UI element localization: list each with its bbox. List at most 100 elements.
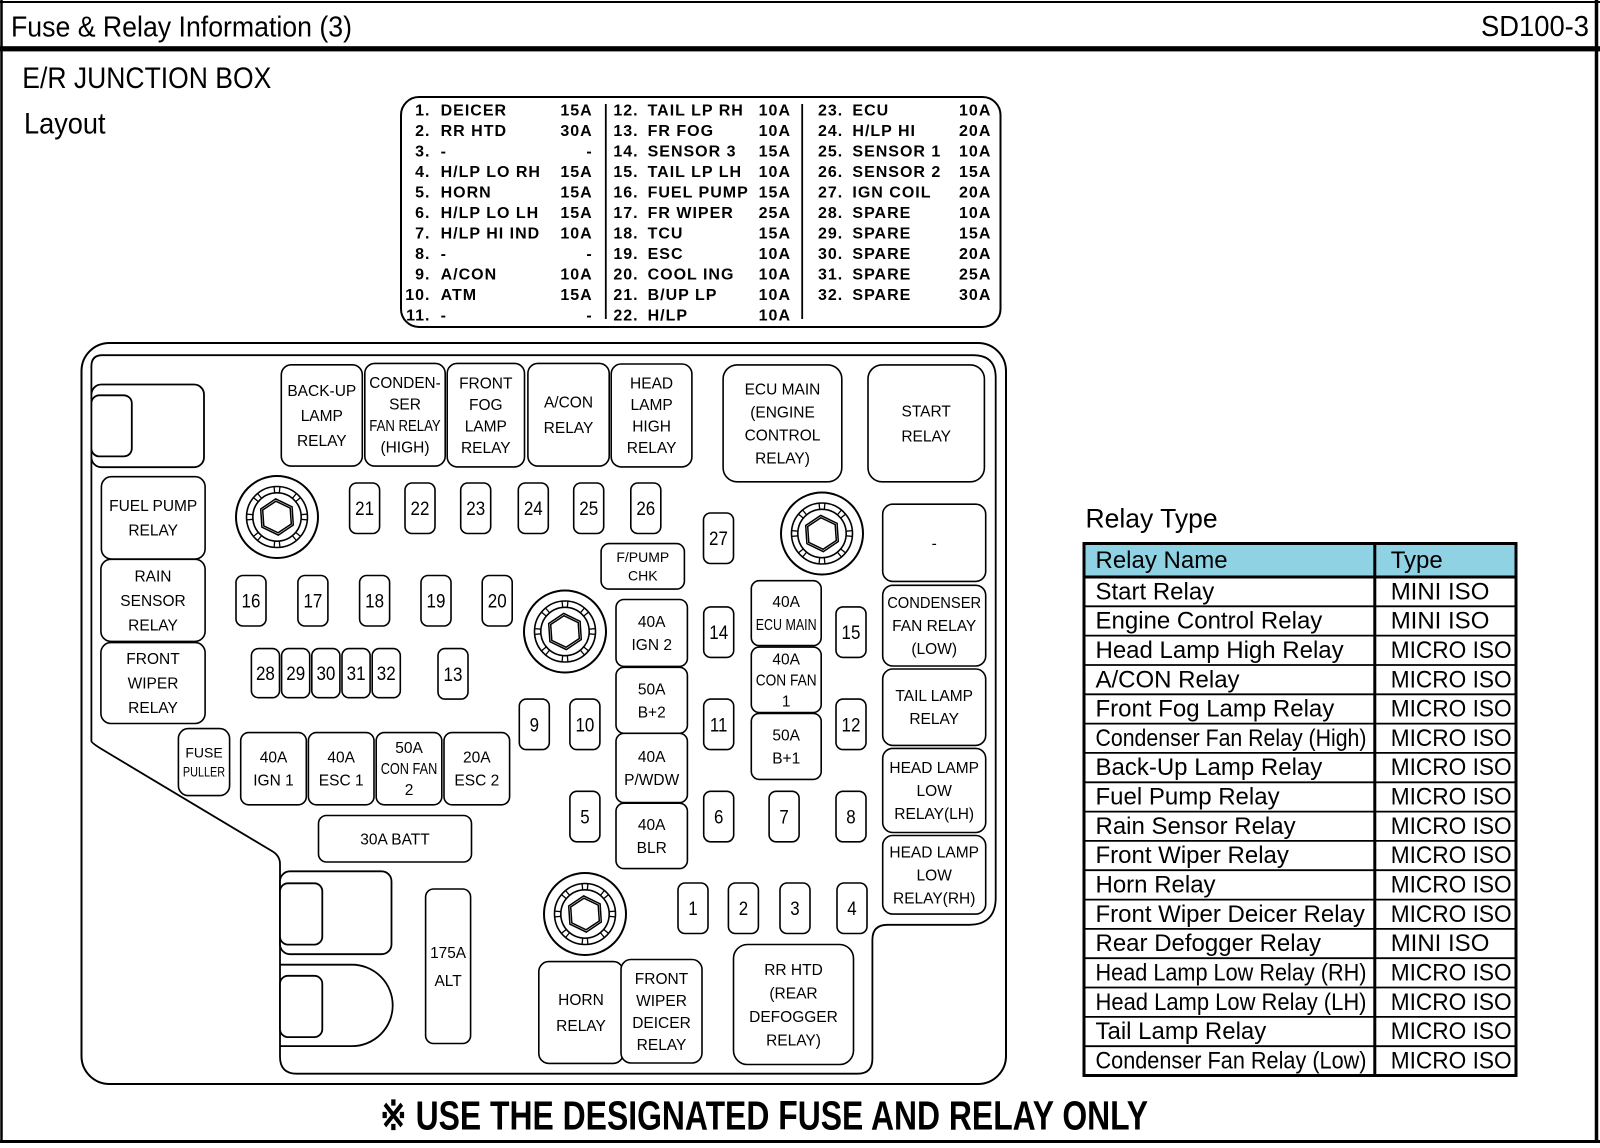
svg-text:23: 23 [466,498,485,520]
svg-text:8: 8 [846,807,855,829]
svg-text:10A: 10A [759,164,791,181]
svg-text:2.: 2. [415,123,430,140]
svg-text:TAIL LP RH: TAIL LP RH [648,103,744,120]
svg-text:H/LP HI: H/LP HI [852,123,916,140]
svg-text:31: 31 [347,663,366,685]
svg-text:TCU: TCU [648,226,684,243]
svg-text:25A: 25A [759,205,791,222]
svg-text:4.: 4. [415,164,430,181]
svg-text:FRONT: FRONT [459,375,513,392]
svg-text:29: 29 [286,663,305,685]
svg-text:MICRO ISO: MICRO ISO [1391,666,1512,693]
svg-text:A/CON: A/CON [441,267,498,284]
svg-text:F/PUMP: F/PUMP [616,549,669,565]
svg-text:Rain Sensor Relay: Rain Sensor Relay [1096,813,1296,840]
svg-text:-: - [586,308,592,325]
svg-text:H/LP HI IND: H/LP HI IND [441,226,541,243]
svg-text:Head Lamp High Relay: Head Lamp High Relay [1096,637,1344,664]
svg-text:Head Lamp Low Relay (LH): Head Lamp Low Relay (LH) [1096,989,1367,1016]
svg-text:22: 22 [411,498,430,520]
svg-text:A/CON: A/CON [544,395,593,412]
svg-text:(ENGINE: (ENGINE [750,404,815,421]
svg-text:MICRO ISO: MICRO ISO [1391,842,1512,869]
svg-text:Head Lamp Low Relay (RH): Head Lamp Low Relay (RH) [1096,960,1367,987]
svg-text:RELAY: RELAY [544,420,594,437]
svg-text:22.: 22. [613,308,638,325]
svg-text:24: 24 [524,498,543,520]
svg-text:Front Fog Lamp Relay: Front Fog Lamp Relay [1096,696,1335,723]
svg-text:MINI ISO: MINI ISO [1391,608,1490,635]
svg-text:40A: 40A [772,594,800,611]
svg-text:BLR: BLR [637,840,667,857]
svg-text:Front Wiper Relay: Front Wiper Relay [1096,842,1289,869]
svg-text:FR WIPER: FR WIPER [648,205,734,222]
svg-text:MICRO ISO: MICRO ISO [1391,872,1512,899]
svg-text:11.: 11. [406,308,430,325]
svg-text:MICRO ISO: MICRO ISO [1391,813,1512,840]
svg-text:13: 13 [444,664,463,686]
svg-text:RELAY: RELAY [637,1037,687,1054]
svg-text:RELAY: RELAY [909,711,959,728]
svg-text:WIPER: WIPER [128,676,179,693]
svg-text:15: 15 [842,622,861,644]
svg-text:MINI ISO: MINI ISO [1391,930,1490,957]
svg-text:13.: 13. [613,123,638,140]
svg-text:30: 30 [316,663,335,685]
svg-text:MINI ISO: MINI ISO [1391,578,1490,605]
svg-text:FR FOG: FR FOG [648,123,714,140]
svg-text:30A: 30A [959,287,991,304]
svg-text:17.: 17. [613,205,638,222]
svg-text:SPARE: SPARE [852,287,911,304]
svg-text:HORN: HORN [558,992,604,1009]
svg-text:40A: 40A [772,651,800,668]
svg-text:10A: 10A [759,123,791,140]
svg-text:12: 12 [842,714,861,736]
svg-text:CON FAN: CON FAN [381,761,438,778]
svg-text:20: 20 [488,591,507,613]
svg-text:RELAY: RELAY [461,440,511,457]
svg-text:16: 16 [242,591,261,613]
svg-text:15A: 15A [959,164,991,181]
svg-text:CONDEN-: CONDEN- [369,375,440,392]
svg-text:SPARE: SPARE [852,246,911,263]
svg-text:3.: 3. [415,144,430,161]
svg-text:40A: 40A [638,749,666,766]
svg-text:MICRO ISO: MICRO ISO [1391,901,1512,928]
svg-text:15A: 15A [560,205,592,222]
svg-text:HEAD LAMP: HEAD LAMP [889,760,979,777]
svg-text:LAMP: LAMP [630,397,672,414]
svg-text:SPARE: SPARE [852,205,911,222]
svg-text:SER: SER [389,397,421,414]
svg-text:15.: 15. [613,164,638,181]
svg-text:5: 5 [580,807,590,829]
svg-text:8.: 8. [415,246,430,263]
svg-text:RR HTD: RR HTD [441,123,507,140]
svg-text:17: 17 [303,591,322,613]
svg-text:FUEL PUMP: FUEL PUMP [648,185,749,202]
svg-text:29.: 29. [818,226,843,243]
svg-text:CHK: CHK [628,568,658,584]
svg-text:LAMP: LAMP [301,408,343,425]
svg-text:ECU: ECU [852,103,889,120]
svg-text:RELAY: RELAY [128,617,178,634]
svg-text:Type: Type [1391,547,1443,574]
svg-text:E/R JUNCTION BOX: E/R JUNCTION BOX [22,62,271,95]
svg-text:20A: 20A [959,185,991,202]
svg-text:TAIL LAMP: TAIL LAMP [895,688,973,705]
svg-text:2: 2 [405,782,414,799]
svg-text:MICRO ISO: MICRO ISO [1391,725,1512,752]
svg-text:HEAD: HEAD [630,376,673,393]
svg-text:RAIN: RAIN [134,568,171,585]
svg-text:CON FAN: CON FAN [756,672,817,689]
svg-text:PULLER: PULLER [183,764,225,780]
svg-text:(LOW): (LOW) [911,641,957,658]
svg-text:SPARE: SPARE [852,226,911,243]
svg-text:10A: 10A [759,246,791,263]
svg-text:30A BATT: 30A BATT [360,831,430,848]
svg-text:Relay Name: Relay Name [1096,547,1228,574]
svg-text:28: 28 [256,663,275,685]
svg-text:40A: 40A [638,817,666,834]
svg-text:23.: 23. [818,103,843,120]
svg-text:10A: 10A [959,205,991,222]
svg-text:6.: 6. [415,205,430,222]
